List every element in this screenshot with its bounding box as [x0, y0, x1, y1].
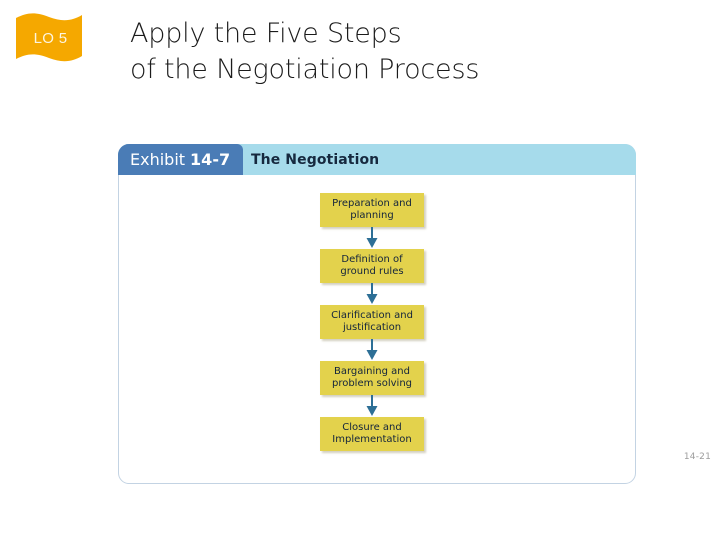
flag-banner-icon	[16, 13, 82, 62]
flow-step-bargaining-and-problem-solving: Bargaining and problem solving	[320, 361, 424, 395]
page-title: Apply the Five Steps of the Negotiation …	[130, 16, 650, 88]
flow-step-closure-and-implementation: Closure and Implementation	[320, 417, 424, 451]
flow-step-4-line-1: Bargaining and	[334, 366, 410, 377]
learning-objective-label: LO 5	[33, 29, 68, 47]
flow-arrow-3	[363, 339, 381, 361]
flow-step-5-line-1: Closure and	[342, 422, 402, 433]
exhibit-tab-prefix: Exhibit	[130, 150, 186, 169]
flow-step-clarification-and-justification: Clarification and justification	[320, 305, 424, 339]
exhibit-tab: Exhibit 14-7	[118, 144, 244, 175]
learning-objective-badge: LO 5	[14, 12, 84, 64]
flow-step-4-line-2: problem solving	[331, 378, 413, 389]
flow-step-2-line-1: Definition of	[341, 254, 403, 265]
exhibit-header: Exhibit 14-7 The Negotiation	[118, 144, 636, 176]
flow-step-definition-of-ground-rules: Definition of ground rules	[320, 249, 424, 283]
exhibit-tab-number: 14-7	[190, 150, 231, 169]
flow-step-5-line-2: Implementation	[332, 434, 412, 445]
flow-step-preparation-and-planning: Preparation and planning	[320, 193, 424, 227]
flow-step-3-line-2: justification	[342, 322, 402, 333]
negotiation-process-flowchart: Preparation and planning Definition of g…	[119, 176, 635, 483]
flow-arrow-2	[363, 283, 381, 305]
slide-number: 14-21	[683, 452, 711, 462]
page-title-line-1: Apply the Five Steps	[130, 18, 402, 49]
flow-arrow-1	[363, 227, 381, 249]
page-title-line-2: of the Negotiation Process	[130, 54, 480, 85]
exhibit-subtitle: The Negotiation	[251, 151, 380, 168]
flow-arrow-4	[363, 395, 381, 417]
flow-step-1-line-2: planning	[350, 210, 394, 221]
exhibit-panel: Exhibit 14-7 The Negotiation Preparation…	[118, 144, 636, 484]
flow-step-1-line-1: Preparation and	[332, 198, 412, 209]
flow-step-3-line-1: Clarification and	[331, 310, 413, 321]
flow-step-2-line-2: ground rules	[340, 266, 404, 277]
